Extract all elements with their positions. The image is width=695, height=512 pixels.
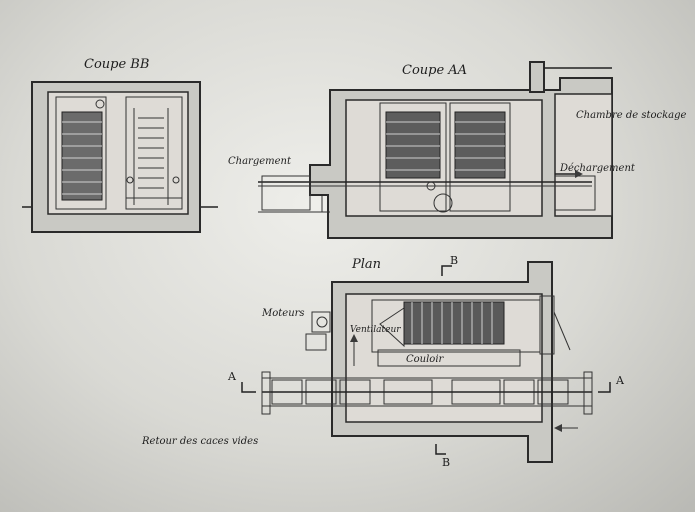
plan-section: Plan B B A A Moteurs Ventilateur Couloir… xyxy=(141,254,625,469)
bb-rack-left xyxy=(55,96,107,210)
aa-storage-chamber xyxy=(554,93,613,217)
plan-door-swing xyxy=(553,311,571,351)
aa-rack-2 xyxy=(449,102,511,212)
loading-label: Chargement xyxy=(228,156,292,167)
unloading-label: Déchargement xyxy=(559,163,636,174)
marker-b-bottom: B xyxy=(442,456,450,469)
coupe-bb-section: Coupe BB xyxy=(22,57,218,233)
coupe-aa-title: Coupe AA xyxy=(402,63,467,78)
marker-a-right-line xyxy=(598,382,611,393)
plan-end-frame xyxy=(539,295,555,355)
plan-motor-1 xyxy=(311,311,331,333)
aa-drying-chamber xyxy=(345,99,543,217)
corridor-label: Couloir xyxy=(406,354,445,365)
marker-a-left: A xyxy=(227,370,237,383)
marker-b-top-line xyxy=(441,265,452,276)
aa-fan-icon xyxy=(433,193,453,213)
marker-a-right: A xyxy=(615,374,625,387)
coupe-aa-section: Coupe AA Chambre de stockage Chargement … xyxy=(228,61,687,239)
plan-track-stop-right xyxy=(583,371,593,415)
plan-rack-bank xyxy=(403,301,505,345)
plan-title: Plan xyxy=(351,257,381,272)
plan-corridor xyxy=(377,349,521,367)
plan-track-stop-left xyxy=(261,371,271,415)
plan-motor-2 xyxy=(305,333,327,351)
bb-rack-right xyxy=(125,96,183,210)
aa-rack-1 xyxy=(379,102,447,212)
aa-rack-1-fill xyxy=(385,111,441,179)
motors-label: Moteurs xyxy=(261,308,305,319)
marker-b-top: B xyxy=(450,254,458,267)
aa-loading-cart xyxy=(261,175,311,211)
marker-b-bottom-line xyxy=(435,444,446,455)
marker-a-left-line xyxy=(241,382,256,393)
storage-chamber-label: Chambre de stockage xyxy=(576,110,687,121)
bb-rack-left-fill xyxy=(61,111,103,201)
aa-chimney xyxy=(529,61,545,93)
coupe-bb-title: Coupe BB xyxy=(84,57,149,72)
bb-pulley-icon xyxy=(95,99,105,109)
fan-label: Ventilateur xyxy=(350,325,401,335)
return-label: Retour des caces vides xyxy=(141,436,258,447)
aa-rack-2-fill xyxy=(454,111,506,179)
